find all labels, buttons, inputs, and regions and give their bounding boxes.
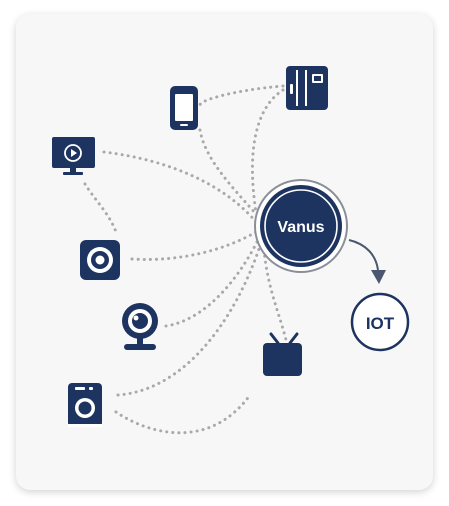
connector-speaker: [130, 230, 258, 261]
connectors: [83, 84, 288, 435]
connector-webcam: [164, 238, 260, 328]
connector-smart-tv: [102, 150, 258, 224]
arrow-to-iot: [348, 239, 386, 284]
webcam-icon: [122, 303, 158, 350]
connector-washer-lower: [114, 393, 252, 435]
smartphone-icon: [170, 86, 198, 130]
connector-refrigerator-b: [250, 88, 285, 214]
refrigerator-icon: [286, 66, 328, 110]
connector-refrigerator-a: [198, 84, 285, 107]
washing-machine-icon: [68, 383, 102, 427]
iot-node: IOT: [350, 292, 410, 352]
connector-smartphone: [198, 128, 258, 216]
connector-smart-tv-speaker: [83, 182, 118, 234]
speaker-icon: [80, 240, 120, 280]
connector-washer-upper: [116, 244, 262, 397]
hub-label: Vanus: [277, 219, 324, 236]
vanus-hub: Vanus: [254, 179, 348, 273]
iot-label: IOT: [366, 314, 395, 333]
connector-tv: [262, 248, 288, 342]
tv-icon: [263, 332, 302, 376]
monitor-play-icon: [52, 137, 95, 175]
